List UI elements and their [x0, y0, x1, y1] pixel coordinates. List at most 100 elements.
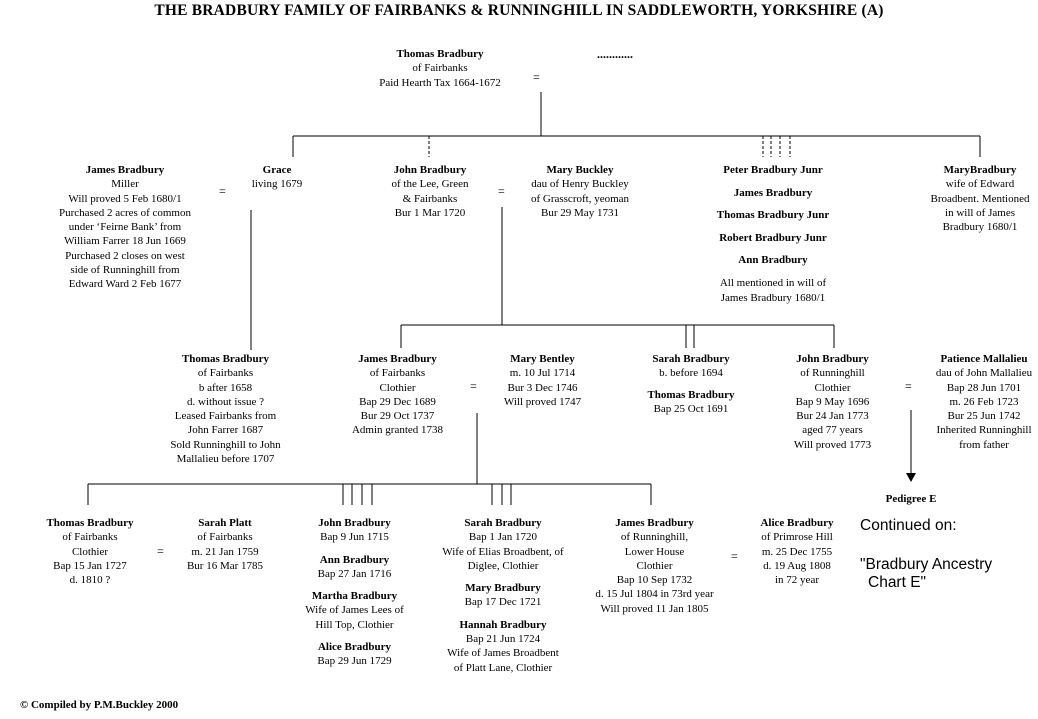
- person-detail: William Farrer 18 Jun 1669: [64, 235, 186, 248]
- person-name: Thomas Bradbury: [181, 353, 270, 365]
- person-detail: Bradbury 1680/1: [942, 221, 1018, 234]
- person-detail: Bap 21 Jun 1724: [465, 633, 541, 646]
- continued-on-label: Continued on:: [860, 517, 957, 534]
- person-detail: Bur 1 Mar 1720: [394, 206, 466, 219]
- person-detail: of Fairbanks: [197, 531, 253, 544]
- person-detail: Purchased 2 closes on west: [65, 249, 185, 262]
- person-name: John Bradbury: [393, 164, 467, 176]
- person-detail: Bur 29 May 1731: [541, 206, 619, 219]
- person-detail: Leased Fairbanks from: [174, 410, 277, 423]
- chart-title: THE BRADBURY FAMILY OF FAIRBANKS & RUNNI…: [154, 2, 884, 19]
- person-name: Sarah Bradbury: [652, 353, 730, 365]
- person-detail: of Grasscroft, yeoman: [530, 192, 630, 205]
- person-detail: Sold Runninghill to John: [170, 438, 281, 451]
- person-detail: Wife of James Broadbent: [447, 647, 559, 660]
- sibling-note: All mentioned in will of: [719, 276, 827, 289]
- person-detail: Will proved 11 Jan 1805: [600, 602, 709, 615]
- person-detail: Clothier: [814, 381, 851, 394]
- person-detail: Bur 3 Dec 1746: [507, 381, 578, 394]
- person-detail: Bap 9 May 1696: [795, 395, 870, 408]
- arrow-head-icon: [906, 473, 916, 482]
- person-detail: dau of John Mallalieu: [935, 367, 1033, 380]
- sibling-note: James Bradbury 1680/1: [720, 291, 826, 304]
- person-detail: Clothier: [71, 545, 109, 558]
- marriage-sign: =: [533, 70, 540, 84]
- marriage-sign: =: [731, 549, 738, 563]
- person-detail: Bap 15 Jan 1727: [53, 559, 127, 572]
- person-name: Hannah Bradbury: [459, 618, 547, 631]
- person-name: Thomas Bradbury: [396, 48, 484, 60]
- person-detail: d. 19 Aug 1808: [763, 559, 831, 572]
- person-detail: Edward Ward 2 Feb 1677: [68, 278, 182, 291]
- person-detail: Admin granted 1738: [351, 424, 444, 437]
- person-detail: Bur 29 Oct 1737: [360, 410, 435, 423]
- person-name: James Bradbury: [615, 517, 694, 529]
- person-name: Alice Bradbury: [317, 641, 392, 654]
- person-detail: Clothier: [379, 381, 416, 394]
- person-detail: in will of James: [945, 206, 1015, 219]
- person-detail: Broadbent. Mentioned: [930, 192, 1030, 205]
- person-detail: & Fairbanks: [402, 192, 458, 205]
- person-name: Martha Bradbury: [311, 590, 398, 603]
- person-detail: of Fairbanks: [369, 367, 426, 380]
- person-detail: of Runninghill: [800, 367, 865, 380]
- person-detail: m. 21 Jan 1759: [191, 545, 259, 558]
- person-detail: Will proved 1747: [503, 395, 582, 408]
- person-detail: Bap 29 Dec 1689: [359, 395, 436, 408]
- footer-credit: © Compiled by P.M.Buckley 2000: [20, 699, 179, 711]
- person-detail: of Fairbanks: [62, 531, 118, 544]
- person-name: John Bradbury: [318, 517, 391, 529]
- person-detail: Diglee, Clothier: [467, 559, 539, 572]
- person-detail: Bap 17 Dec 1721: [464, 596, 542, 609]
- chart-reference-line1: "Bradbury Ancestry: [860, 556, 993, 573]
- person-detail: under ‘Feirne Bank’ from: [68, 221, 182, 234]
- sibling-name: Thomas Bradbury Junr: [716, 209, 830, 221]
- person-detail: Bap 27 Jan 1716: [317, 567, 392, 580]
- person-detail: Will proved 5 Feb 1680/1: [68, 192, 182, 205]
- marriage-sign: =: [157, 544, 164, 558]
- person-detail: of Platt Lane, Clothier: [453, 661, 553, 674]
- person-detail: of Fairbanks: [197, 367, 254, 380]
- sibling-name: Robert Bradbury Junr: [719, 231, 827, 244]
- person-name: James Bradbury: [85, 164, 165, 176]
- pedigree-label: Pedigree E: [885, 493, 937, 505]
- person-detail: Will proved 1773: [793, 438, 872, 451]
- sibling-name: James Bradbury: [733, 186, 813, 199]
- person-detail: living 1679: [251, 178, 303, 191]
- person-detail: Bap 29 Jun 1729: [317, 655, 392, 668]
- person-detail: b. before 1694: [659, 367, 723, 380]
- unknown-spouse: ............: [597, 47, 633, 61]
- person-detail: aged 77 years: [802, 424, 863, 437]
- person-detail: Inherited Runninghill: [936, 424, 1032, 437]
- person-detail: wife of Edward: [945, 178, 1015, 191]
- person-detail: dau of Henry Buckley: [531, 178, 629, 191]
- person-detail: Paid Hearth Tax 1664-1672: [379, 76, 501, 89]
- person-name: MaryBradbury: [943, 164, 1017, 176]
- person-name: Sarah Platt: [198, 517, 252, 529]
- person-detail: Bap 10 Sep 1732: [616, 574, 693, 587]
- person-detail: m. 10 Jul 1714: [509, 367, 576, 380]
- person-detail: Lower House: [624, 545, 685, 558]
- person-name: Sarah Bradbury: [464, 517, 542, 529]
- person-name: Thomas Bradbury: [647, 389, 735, 401]
- person-detail: Wife of James Lees of: [305, 604, 404, 617]
- person-name: Alice Bradbury: [760, 517, 834, 529]
- person-detail: of Primrose Hill: [761, 531, 833, 544]
